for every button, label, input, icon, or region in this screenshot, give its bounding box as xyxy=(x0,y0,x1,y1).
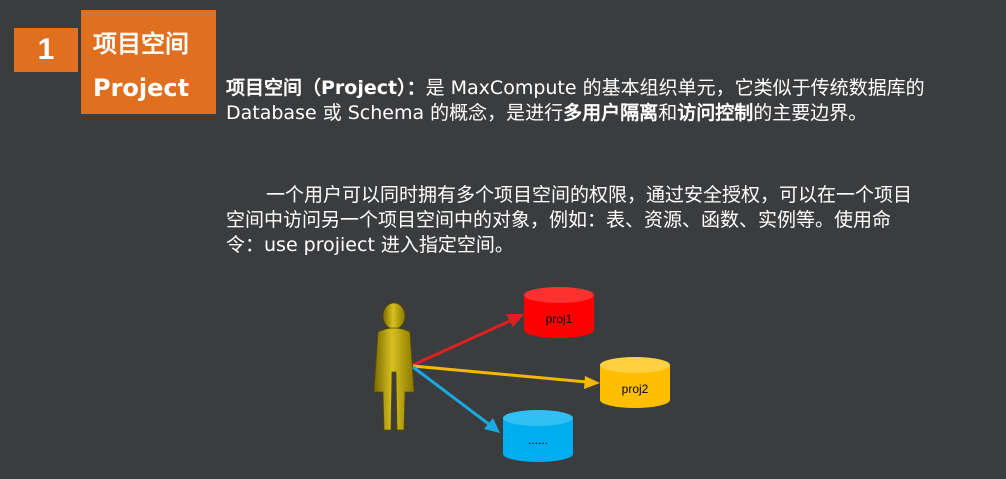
section-title-badge: 项目空间 Project xyxy=(81,10,216,114)
definition-and: 和 xyxy=(658,102,678,124)
highlight-access-control: 访问控制 xyxy=(677,102,754,124)
proj2-label: proj2 xyxy=(622,382,649,396)
definition-text-1: 是 MaxCompute 的基本组织单元，它类似于传统数据库的 Database… xyxy=(226,77,925,124)
arrow-line-proj1 xyxy=(412,318,513,367)
proj2-database-icon: proj2 xyxy=(600,357,670,408)
more-projects-label: ...... xyxy=(528,433,548,447)
term-label: 项目空间（Project） xyxy=(226,77,407,99)
arrowhead-more xyxy=(484,418,500,433)
arrow-line-proj2 xyxy=(412,364,588,384)
definition-text-2: 的主要边界。 xyxy=(753,102,868,124)
term-colon: ： xyxy=(406,77,426,99)
arrowhead-proj2 xyxy=(584,376,600,389)
section-number-badge: 1 xyxy=(14,28,78,72)
section-subtitle: Project xyxy=(93,74,190,102)
arrow-to-more xyxy=(412,365,500,433)
proj1-database-icon: proj1 xyxy=(524,287,594,338)
arrow-to-proj2 xyxy=(412,364,600,389)
usage-paragraph: 一个用户可以同时拥有多个项目空间的权限，通过安全授权，可以在一个项目空间中访问另… xyxy=(226,184,913,256)
section-title: 项目空间 xyxy=(93,30,189,58)
more-projects-database-icon: ...... xyxy=(503,410,573,462)
arrow-line-more xyxy=(412,365,491,427)
arrow-to-proj1 xyxy=(412,314,524,367)
highlight-isolation: 多用户隔离 xyxy=(563,102,659,124)
user-figure-icon xyxy=(373,302,415,431)
proj1-label: proj1 xyxy=(546,312,573,326)
definition-paragraph: 项目空间（Project）：是 MaxCompute 的基本组织单元，它类似于传… xyxy=(226,76,926,126)
arrowhead-proj1 xyxy=(506,314,524,327)
